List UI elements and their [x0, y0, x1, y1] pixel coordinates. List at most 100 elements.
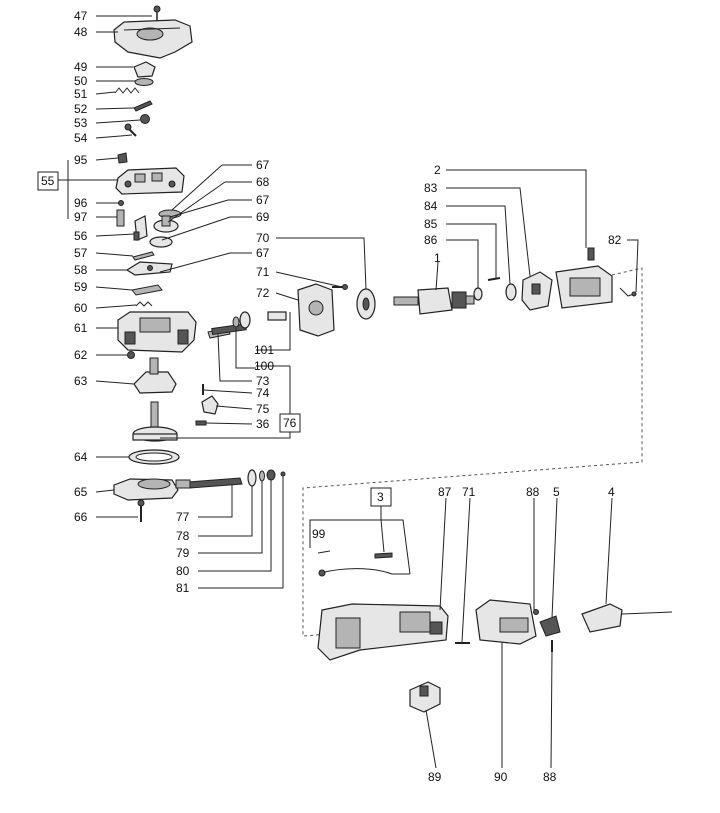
- part-54-screw: [124, 123, 137, 137]
- label-77: 77: [176, 510, 190, 524]
- part-86-bearing: [473, 287, 483, 301]
- part-48-gear-cover: [113, 19, 193, 59]
- part-90-end-cap: [475, 599, 537, 645]
- part-55-spindle-housing: [115, 167, 185, 195]
- part-shaft-sleeve: [267, 311, 287, 321]
- label-50: 50: [74, 74, 88, 88]
- part-96-ball: [118, 200, 124, 206]
- label-67-c: 67: [256, 246, 270, 260]
- label-57: 57: [74, 246, 88, 260]
- label-76: 76: [283, 416, 297, 430]
- part-62-screw: [127, 351, 135, 359]
- label-79: 79: [176, 546, 190, 560]
- label-60: 60: [74, 301, 88, 315]
- label-62: 62: [74, 348, 88, 362]
- label-84: 84: [424, 199, 438, 213]
- label-47: 47: [74, 9, 88, 23]
- part-66-screw: [137, 499, 145, 522]
- part-56-lock-button: [133, 215, 148, 241]
- label-75: 75: [256, 402, 270, 416]
- label-101: 101: [254, 343, 274, 357]
- part-81-pin: [280, 471, 286, 477]
- part-89-switch: [409, 681, 441, 713]
- part-72-bearing-plate: [297, 283, 335, 337]
- part-79-ring: [259, 470, 265, 482]
- label-71-b: 71: [462, 485, 476, 499]
- label-56: 56: [74, 229, 88, 243]
- part-85-pin: [487, 277, 501, 281]
- label-82: 82: [608, 233, 622, 247]
- label-2: 2: [434, 163, 441, 177]
- part-97-bolt: [116, 209, 125, 227]
- part-57-spring-plate: [132, 251, 155, 261]
- label-71-a: 71: [256, 265, 270, 279]
- part-52-pin: [133, 100, 153, 112]
- label-100: 100: [254, 359, 274, 373]
- label-73: 73: [256, 374, 270, 388]
- part-95-clip: [117, 152, 128, 164]
- part-70-fan: [356, 288, 376, 320]
- label-box-76: [279, 413, 301, 433]
- label-49: 49: [74, 60, 88, 74]
- part-64-sealing-ring: [128, 449, 180, 465]
- part-spindle-shaft: [132, 401, 178, 442]
- label-88-b: 88: [543, 770, 557, 784]
- label-box-3: [370, 487, 392, 507]
- label-80: 80: [176, 564, 190, 578]
- label-1: 1: [434, 251, 441, 265]
- label-58: 58: [74, 263, 88, 277]
- label-89: 89: [428, 770, 442, 784]
- label-5: 5: [553, 485, 560, 499]
- label-86: 86: [424, 233, 438, 247]
- part-number-labels: 47 48 49 50 51 52 53 54 95 55 96 97 56 5…: [41, 9, 622, 784]
- label-68: 68: [256, 175, 270, 189]
- label-67-a: 67: [256, 158, 270, 172]
- label-95: 95: [74, 153, 88, 167]
- label-78: 78: [176, 529, 190, 543]
- label-85: 85: [424, 217, 438, 231]
- part-59-plate: [131, 284, 163, 296]
- part-69-gear-wheel: [149, 236, 173, 248]
- part-88-screw-upper: [533, 609, 539, 615]
- part-60-spring: [135, 301, 153, 307]
- label-66: 66: [74, 510, 88, 524]
- part-2-stator: [555, 247, 613, 309]
- label-61: 61: [74, 321, 88, 335]
- label-74: 74: [256, 386, 270, 400]
- part-58-lever: [125, 261, 173, 276]
- label-51: 51: [74, 87, 88, 101]
- label-64: 64: [74, 450, 88, 464]
- part-71-screw-upper: [332, 284, 348, 290]
- label-88-a: 88: [526, 485, 540, 499]
- label-54: 54: [74, 131, 88, 145]
- part-5-strain-relief: [539, 615, 561, 637]
- part-63-bearing-flange: [133, 357, 177, 394]
- label-59: 59: [74, 280, 88, 294]
- assembly-dashed-lines: [302, 267, 643, 637]
- part-77-drive-shaft: [175, 477, 243, 489]
- label-3: 3: [377, 490, 384, 504]
- part-53-nut: [140, 114, 150, 124]
- part-61-gear-housing: [117, 311, 231, 353]
- part-78-bearing: [247, 469, 257, 487]
- label-72: 72: [256, 286, 270, 300]
- label-69: 69: [256, 210, 270, 224]
- part-80-nut: [266, 469, 276, 481]
- label-65: 65: [74, 485, 88, 499]
- label-87: 87: [438, 485, 452, 499]
- part-82-wire: [619, 287, 637, 297]
- label-90: 90: [494, 770, 508, 784]
- label-96: 96: [74, 196, 88, 210]
- part-51-spring: [114, 87, 140, 94]
- part-99-cable-set: [317, 550, 410, 577]
- label-53: 53: [74, 116, 88, 130]
- part-84-ring: [505, 283, 517, 301]
- part-75-cap: [201, 395, 219, 415]
- label-83: 83: [424, 181, 438, 195]
- part-50-washer: [134, 78, 154, 86]
- part-101-bearing: [239, 311, 251, 329]
- leader-lines: [58, 15, 639, 769]
- label-52: 52: [74, 102, 88, 116]
- part-47-screw: [153, 5, 161, 22]
